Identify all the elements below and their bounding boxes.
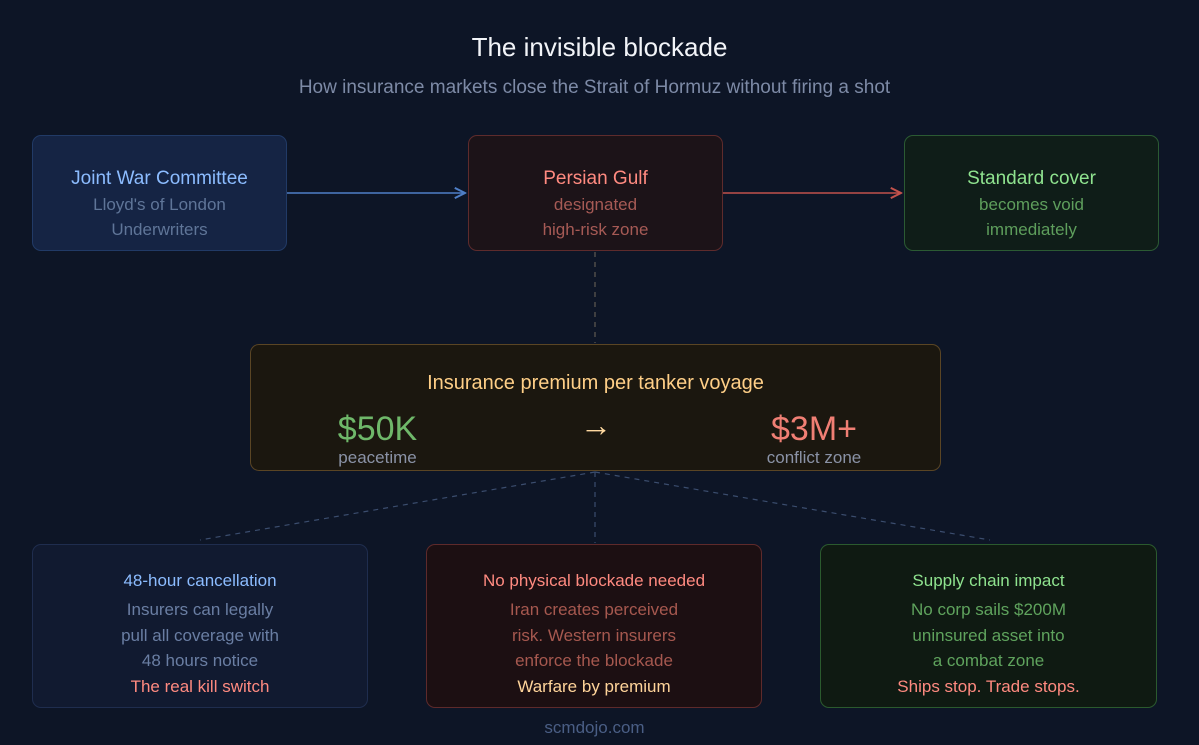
premium-peacetime-label: peacetime	[338, 448, 417, 467]
no-blockade-line-3: enforce the blockade	[515, 651, 673, 670]
supply-line-1: No corp sails $200M	[911, 600, 1066, 619]
premium-conflict-label: conflict zone	[766, 448, 862, 467]
cover-heading: Standard cover	[967, 168, 1096, 189]
cancellation-heading: 48-hour cancellation	[123, 571, 277, 590]
right-arrow-icon: →	[580, 407, 612, 443]
premium-peacetime-value: $50K	[337, 410, 418, 448]
no-blockade-highlight: Warfare by premium	[517, 676, 671, 696]
standard-cover-box: Standard cover becomes void immediately	[904, 135, 1159, 251]
page-subtitle: How insurance markets close the Strait o…	[298, 77, 891, 98]
page-title: The invisible blockade	[471, 32, 728, 62]
committee-line-2: Underwriters	[111, 220, 208, 239]
premium-box: Insurance premium per tanker voyage $50K…	[250, 344, 941, 471]
cancellation-box: 48-hour cancellation Insurers can legall…	[32, 544, 368, 708]
supply-heading: Supply chain impact	[912, 571, 1065, 590]
persian-gulf-box: Persian Gulf designated high-risk zone	[468, 135, 723, 251]
cancellation-highlight: The real kill switch	[130, 676, 270, 696]
cover-line-1: becomes void	[979, 195, 1084, 214]
zone-heading: Persian Gulf	[543, 168, 648, 189]
connector-premium-to-supply	[594, 471, 991, 541]
zone-line-2: high-risk zone	[542, 220, 649, 239]
premium-title: Insurance premium per tanker voyage	[427, 372, 764, 394]
joint-war-committee-box: Joint War Committee Lloyd's of London Un…	[32, 135, 287, 251]
footer-credit: scmdojo.com	[544, 718, 645, 737]
committee-line-1: Lloyd's of London	[93, 195, 226, 214]
supply-chain-box: Supply chain impact No corp sails $200M …	[820, 544, 1157, 708]
zone-line-1: designated	[553, 195, 638, 214]
supply-highlight: Ships stop. Trade stops.	[897, 676, 1080, 696]
supply-line-2: uninsured asset into	[912, 625, 1065, 645]
no-blockade-line-2: risk. Western insurers	[511, 625, 677, 645]
cancellation-line-2: pull all coverage with	[121, 625, 279, 645]
premium-conflict-value: $3M+	[771, 410, 857, 448]
committee-heading: Joint War Committee	[71, 168, 248, 189]
no-blockade-line-1: Iran creates perceived	[509, 600, 679, 619]
connector-premium-to-cancellation	[199, 471, 596, 541]
no-blockade-heading: No physical blockade needed	[482, 571, 706, 590]
cancellation-line-3: 48 hours notice	[141, 651, 259, 670]
supply-line-3: a combat zone	[932, 651, 1045, 670]
cover-line-2: immediately	[986, 220, 1077, 239]
no-physical-blockade-box: No physical blockade needed Iran creates…	[426, 544, 762, 708]
cancellation-line-1: Insurers can legally	[126, 600, 274, 619]
